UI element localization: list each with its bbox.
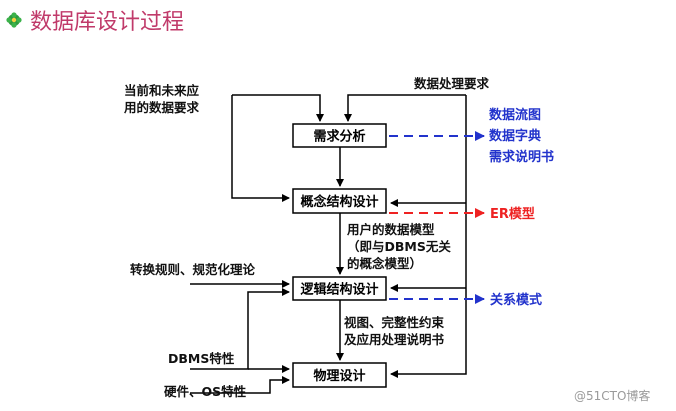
watermark: @51CTO博客 [574,388,650,403]
line-req-to-analysis [232,94,324,122]
note-views-line1: 视图、完整性约束 [344,315,445,330]
line-dbms-to-logical [190,288,290,370]
line-proc-to-analysis [344,94,466,122]
output-relational-model: 关系模式 [490,292,542,308]
stage-physical: 物理设计 [313,368,365,384]
note-user-model-line3: 的概念模型） [347,256,422,271]
line-hw-to-physical [190,376,290,394]
box-requirements [292,123,387,148]
note-views-line2: 及应用处理说明书 [344,332,445,347]
note-user-model-line1: 用户的数据模型 [346,222,435,237]
flower-bullet-icon [6,12,22,28]
box-logical [292,276,387,301]
output-data-flow: 数据流图 [489,107,541,123]
stage-logical: 逻辑结构设计 [300,282,378,298]
note-user-model-line2: （即与DBMS无关 [347,239,451,254]
line-proc-to-physical [390,95,467,378]
page-title: 数据库设计过程 [30,10,185,35]
stage-requirements: 需求分析 [313,129,365,145]
box-conceptual [292,188,387,214]
input-data-processing: 数据处理要求 [413,76,490,91]
input-current-future-line1: 当前和未来应 [124,83,200,98]
stage-conceptual: 概念结构设计 [300,194,378,210]
output-data-dictionary: 数据字典 [489,128,541,144]
output-er-model: ER模型 [490,206,535,222]
input-current-future-line2: 用的数据要求 [123,100,200,115]
line-req-to-conceptual [231,95,290,202]
box-physical [292,362,387,388]
input-transform-rules: 转换规则、规范化理论 [130,262,256,277]
input-dbms-features: DBMS特性 [168,351,235,366]
input-hardware-os: 硬件、OS特性 [164,384,247,399]
output-req-spec: 需求说明书 [489,149,554,165]
